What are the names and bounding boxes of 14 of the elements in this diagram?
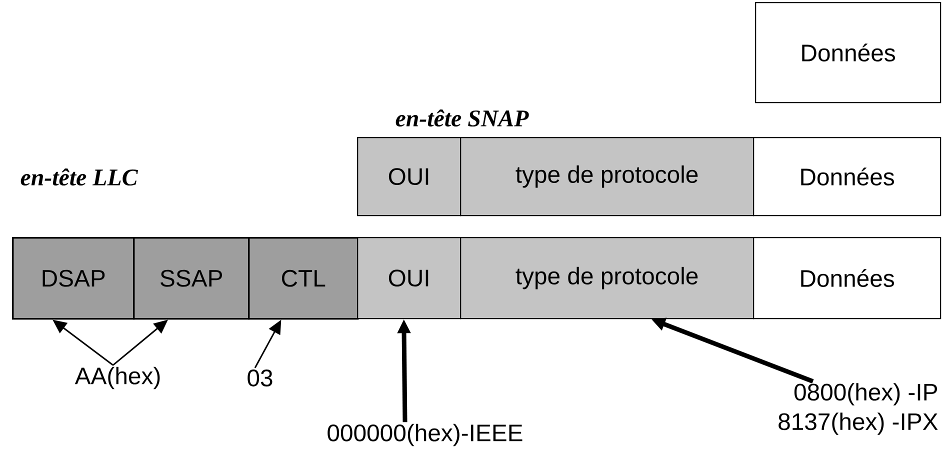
header-label: en-tête LLC (20, 168, 138, 186)
hex-value: 03 (248, 370, 272, 386)
field-box: CTL (248, 236, 359, 320)
hex-value: AA(hex) (74, 366, 160, 390)
field-box: OUI (357, 136, 462, 216)
header-label: en-tête SNAP (396, 109, 529, 127)
field-box: SSAP (133, 236, 250, 320)
hex-value: 0800(hex) -IP 8137(hex) -IPX (778, 383, 938, 435)
field-box: OUI (357, 236, 462, 320)
data-box: Données (755, 2, 942, 104)
hex-value: 000000(hex)-IEEE (328, 424, 522, 446)
data-box: Données (753, 236, 942, 320)
data-box: Données (753, 136, 942, 216)
field-box: DSAP (12, 236, 135, 320)
